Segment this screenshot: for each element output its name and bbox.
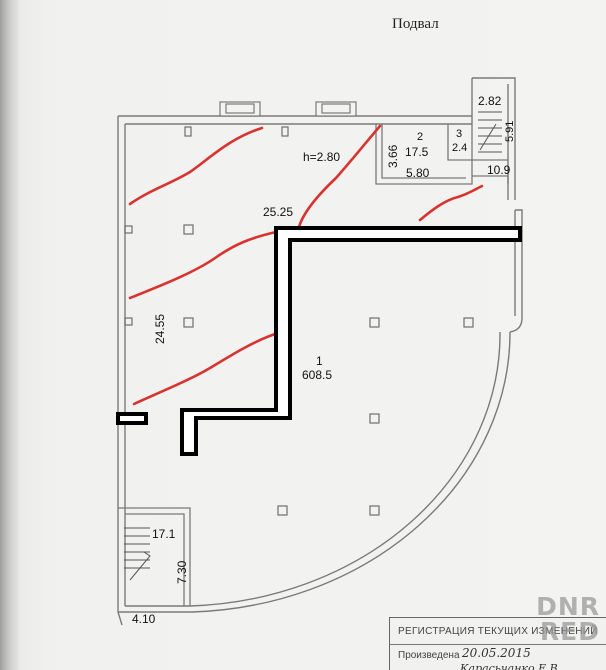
- plan-title: Подвал: [392, 16, 439, 32]
- room-3-area: 2.4: [452, 142, 468, 154]
- red-marker-strokes: [128, 124, 484, 406]
- dimension-24-55: 24.55: [153, 313, 167, 344]
- watermark-line-2: RED: [539, 617, 600, 646]
- windows: [219, 101, 357, 117]
- inner-walls: [118, 124, 509, 606]
- dimension-4-10: 4.10: [132, 612, 156, 626]
- registration-stamp: РЕГИСТРАЦИЯ ТЕКУЩИХ ИЗМЕНЕНИЙ Произведен…: [389, 617, 606, 670]
- room-2-area: 17.5: [405, 145, 429, 159]
- new-partition-walls: [116, 226, 522, 456]
- watermark-logo: DNR RED: [536, 594, 600, 644]
- scan-edge: [0, 0, 18, 670]
- dimension-5-80: 5.80: [406, 166, 430, 180]
- dimension-5-91: 5.91: [504, 120, 516, 142]
- columns: [124, 126, 474, 516]
- stairs: [124, 111, 502, 581]
- stamp-date: 20.05.2015: [462, 646, 531, 660]
- room-10-9-area: 10.9: [487, 163, 511, 177]
- stamp-title: РЕГИСТРАЦИЯ ТЕКУЩИХ ИЗМЕНЕНИЙ: [398, 626, 598, 637]
- watermark-line-1: DNR: [536, 592, 600, 621]
- stamp-made-label: Произведена: [398, 650, 460, 661]
- room-17-1-area: 17.1: [152, 527, 176, 541]
- dimension-3-66: 3.66: [386, 144, 400, 168]
- room-1-number: 1: [316, 354, 323, 368]
- ceiling-height: h=2.80: [303, 150, 341, 164]
- dimension-7-30: 7.30: [175, 560, 189, 584]
- dimension-2-82: 2.82: [478, 94, 502, 108]
- room-3-number: 3: [456, 128, 463, 140]
- stamp-divider: [390, 644, 606, 645]
- dimension-25-25: 25.25: [263, 205, 294, 219]
- room-2-number: 2: [417, 131, 424, 143]
- stamp-signature: Карасьчанко Е.В.: [460, 662, 562, 670]
- room-1-area: 608.5: [302, 368, 333, 382]
